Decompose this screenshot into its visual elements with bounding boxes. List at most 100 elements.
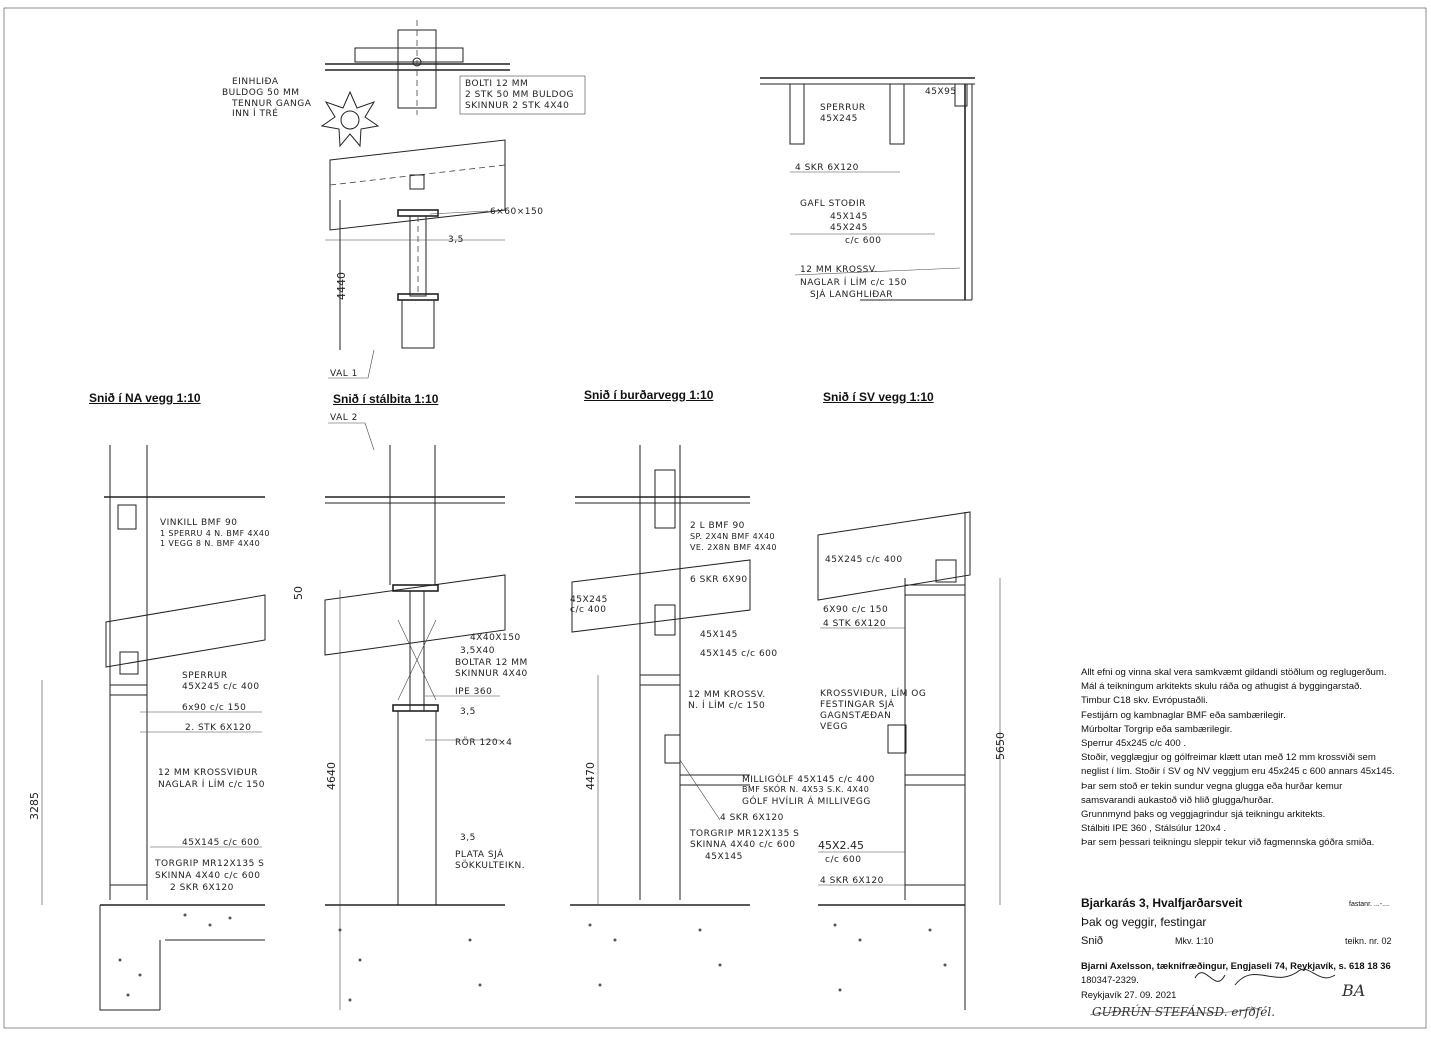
- weld3-label: 3,5: [460, 833, 476, 843]
- screws-label: 6 SKR 6X90: [690, 575, 748, 585]
- boards-label: 6X90 c/c 150: [823, 605, 888, 615]
- bulldog-line-4: INN Í TRÉ: [232, 107, 278, 119]
- gable-line-2: 45X145: [830, 212, 868, 222]
- column-label: RÖR 120×4: [455, 737, 512, 748]
- designer-id: 180347-2329.: [1081, 974, 1139, 985]
- bulldog-line-3: TENNUR GANGA: [231, 99, 312, 109]
- section-bearing-wall: 4470 2 L BMF 90 SP. 2X4N BMF 4X40 VE. 2X…: [570, 445, 875, 987]
- plywood-line-1: KROSSVIÐUR, LÍM OG: [820, 687, 926, 699]
- studs-line-2: c/c 600: [825, 855, 861, 865]
- drawing-scale: Mkv. 1:10: [1175, 936, 1214, 946]
- dim-4470: 4470: [584, 762, 597, 790]
- rafters-line-2: 45X245 c/c 400: [182, 682, 260, 692]
- plywood-line-4: VEGG: [820, 722, 848, 732]
- note-line: Múrboltar Torgrip eða sambærilegir.: [1081, 723, 1233, 735]
- angle-line-3: VE. 2X8N BMF 4X40: [690, 543, 777, 552]
- floor-line-2: BMF SKÓR N. 4X53 S.K. 4X40: [742, 783, 869, 794]
- general-notes: Allt efni og vinna skal vera samkvæmt gi…: [1081, 666, 1421, 851]
- bolt-line-2: SKINNUR 4X40: [455, 669, 528, 679]
- angle-line-1: VINKILL BMF 90: [160, 518, 237, 528]
- plywood-line-2: NAGLAR Í LÍM c/c 150: [158, 778, 265, 790]
- screws2-label: 4 SKR 6X120: [820, 876, 884, 886]
- rafters-line-1: SPERRUR: [182, 671, 228, 681]
- note-line: Allt efni og vinna skal vera samkvæmt gi…: [1081, 667, 1387, 678]
- project-name: Bjarkarás 3, Hvalfjarðarsveit: [1081, 896, 1243, 910]
- weld2-label: 3,5: [460, 707, 476, 717]
- floor-line-1: MILLIGÓLF 45X145 c/c 400: [742, 773, 875, 785]
- rafters-line-2: 45X245: [820, 114, 858, 124]
- note-line: Stálbiti IPE 360 , Stálsúlur 120x4 .: [1081, 823, 1227, 835]
- drawing-title: Þak og veggir, festingar: [1081, 915, 1207, 929]
- anchor-line-1: TORGRIP MR12X135 S: [154, 859, 264, 869]
- dim-4440: 4440: [335, 272, 348, 300]
- bulldog-connector-icon: [320, 90, 380, 148]
- sheet-border: [3, 7, 1427, 1029]
- note-line: Stoðir, vegglægjur og gólfreimar klætt u…: [1081, 752, 1376, 764]
- dim-5650: 5650: [994, 732, 1007, 760]
- beam-label: IPE 360: [455, 687, 492, 697]
- dim-3285: 3285: [28, 792, 41, 820]
- dim-4640: 4640: [325, 762, 338, 790]
- gable-line-4: c/c 600: [845, 236, 881, 246]
- section-title-na-wall: Snið í NA vegg 1:10: [89, 391, 201, 405]
- detail-right: SPERRUR 45X245 45X95 4 SKR 6X120 GAFL ST…: [760, 77, 975, 301]
- studs2-label: 45X145 c/c 600: [700, 649, 778, 659]
- note-line: neglist í lím. Stoðir í SV og NV veggjum…: [1081, 766, 1395, 778]
- plywood-line-1: 12 MM KROSSV.: [688, 690, 766, 700]
- rafters-label: 45X245 c/c 400: [825, 555, 903, 565]
- plywood-line-2: N. Í LÍM c/c 150: [688, 699, 765, 711]
- dim-50: 50: [292, 586, 305, 600]
- note-line: Festijárn og kambnaglar BMF eða sambæril…: [1081, 709, 1286, 721]
- rafters-line-2: c/c 400: [570, 605, 606, 615]
- screws-label: 4 STK 6X120: [823, 619, 886, 629]
- plywood-line-1: 12 MM KROSSV.: [800, 265, 878, 275]
- section-title-steel-beam: Snið í stálbita 1:10: [333, 392, 439, 406]
- signature: BA GUÐRÚN STEFÁNSD. erfðfél.: [1089, 968, 1365, 1019]
- note-line: samsvarandi aukastoð við hlið glugga/hur…: [1081, 794, 1274, 806]
- plywood-line-2: NAGLAR Í LÍM c/c 150: [800, 276, 907, 288]
- rafters-line-1: SPERRUR: [820, 103, 866, 113]
- studs1-label: 45X145: [700, 630, 738, 640]
- boards-label: 6x90 c/c 150: [182, 703, 246, 713]
- note-line: Þar sem þessari teikningu sleppir tekur …: [1081, 837, 1375, 849]
- note-line: Grunnmynd þaks og veggjagrindur sjá teik…: [1081, 809, 1326, 821]
- section-title-bearing-wall: Snið í burðarvegg 1:10: [584, 388, 714, 402]
- gable-line-3: 45X245: [830, 223, 868, 233]
- rafters-line-1: 45X245: [570, 595, 608, 605]
- gable-line-1: GAFL STOÐIR: [800, 199, 866, 209]
- drawing-view: Snið: [1081, 935, 1104, 947]
- plate-label: 4X40X150: [470, 633, 521, 643]
- note-line: Sperrur 45x245 c/c 400 .: [1081, 738, 1187, 750]
- floor-screws-label: 4 SKR 6X120: [720, 813, 784, 823]
- angle-line-2: 1 SPERRU 4 N. BMF 4X40: [160, 529, 270, 538]
- anchor-line-1: TORGRIP MR12X135 S: [689, 829, 799, 839]
- bolt-line-2: 2 STK 50 MM BULDOG: [465, 90, 574, 100]
- angle-line-2: SP. 2X4N BMF 4X40: [690, 532, 775, 541]
- bolt-line-1: BOLTI 12 MM: [465, 79, 528, 89]
- studs-label: 45X145 c/c 600: [182, 838, 260, 848]
- bulldog-line-1: EINHLIÐA: [232, 77, 279, 87]
- angle-line-3: 1 VEGG 8 N. BMF 4X40: [160, 539, 260, 548]
- val-2-label: VAL 2: [330, 413, 358, 423]
- note-line: Mál á teikningum arkitekts skulu ráða og…: [1081, 681, 1363, 693]
- weld-label: 3,5: [448, 235, 464, 245]
- rafter-size-label: 45X95: [925, 87, 957, 97]
- plywood-line-3: SJÁ LANGHLIÐAR: [810, 288, 893, 300]
- angle-line-1: 2 L BMF 90: [690, 521, 745, 531]
- bolt-line-1: BOLTAR 12 MM: [455, 658, 528, 668]
- note-line: Timbur C18 skv. Evrópustaðli.: [1081, 695, 1208, 707]
- plate-label: 6×60×150: [490, 207, 543, 217]
- screws-label: 4 SKR 6X120: [795, 163, 859, 173]
- screws-label: 2. STK 6X120: [185, 723, 252, 733]
- drawing-date: Reykjavík 27. 09. 2021: [1081, 989, 1177, 1000]
- studs-line-1: 45X2.45: [818, 839, 864, 852]
- designer: Bjarni Axelsson, tæknifræðingur, Engjase…: [1081, 960, 1391, 971]
- property-number: fastanr. ...-....: [1349, 901, 1390, 908]
- section-na-wall: 3285 VINKILL BMF 90 1 SPERRU 4 N. BMF 4X…: [28, 445, 270, 1011]
- weld-label: 3,5X40: [460, 646, 495, 656]
- svg-text:BA: BA: [1341, 981, 1365, 1000]
- section-title-sv-wall: Snið í SV vegg 1:10: [823, 390, 934, 404]
- svg-text:GUÐRÚN STEFÁNSD. erfðfél.: GUÐRÚN STEFÁNSD. erfðfél.: [1092, 1003, 1275, 1019]
